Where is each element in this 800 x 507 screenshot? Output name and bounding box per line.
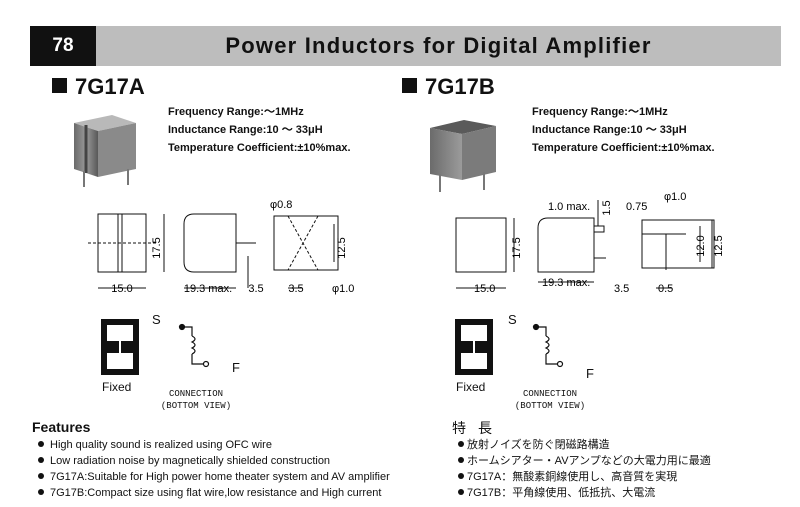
product-b-fixed-label: Fixed	[456, 380, 486, 394]
bullet-icon	[38, 457, 44, 463]
list-item: 放射ノイズを防ぐ閉磁路構造	[458, 437, 711, 453]
features-list: High quality sound is realized using OFC…	[38, 437, 390, 501]
dim-pin-width-2: 12.5	[713, 235, 725, 256]
list-item: ホームシアター・AVアンプなどの大電力用に最適	[458, 453, 711, 469]
dim-pin-diameter-1: φ0.8	[270, 199, 292, 211]
product-b-photo	[430, 120, 496, 192]
product-b-title: 7G17B	[402, 74, 495, 100]
dim-pin-length: 3.5	[614, 283, 629, 295]
product-b-start-label: S	[508, 312, 517, 327]
product-a-photo	[74, 115, 136, 187]
dim-pin-length: 3.5	[248, 283, 263, 295]
dim-pin-diameter-2: φ1.0	[664, 191, 686, 203]
dim-pitch: 3.5	[288, 283, 303, 295]
header-bar	[30, 26, 781, 66]
product-a-dimension-drawing: 15.0 17.5 19.3 max. 3.5 3.5 12.5 φ0.8 φ1…	[88, 199, 354, 295]
list-item: Low radiation noise by magnetically shie…	[38, 453, 390, 469]
list-item: 7G17A：無酸素銅線使用し、高音質を実現	[458, 469, 711, 485]
dim-pin-width-1: 12.0	[695, 235, 707, 256]
page-title: Power Inductors for Digital Amplifier	[225, 33, 652, 58]
bullet-icon	[458, 441, 464, 447]
dim-height: 17.5	[511, 237, 523, 258]
spec-frequency: Frequency Range:～1MHz	[168, 106, 304, 118]
bullet-icon	[38, 489, 44, 495]
product-b-dimension-drawing: 15.0 17.5 19.3 max. 3.5 1.0 max. 1.5 0.5…	[455, 191, 725, 295]
product-b-specs: Frequency Range:～1MHz Inductance Range:1…	[532, 103, 715, 157]
dim-flat-height: 1.5	[601, 200, 613, 215]
spec-frequency: Frequency Range:～1MHz	[532, 106, 668, 118]
product-a-fixed-symbol	[101, 319, 139, 375]
product-b-fixed-symbol	[455, 319, 493, 375]
page-number: 78	[30, 26, 96, 66]
square-bullet-icon	[52, 78, 67, 93]
features-title: Features	[32, 419, 91, 435]
dim-width: 15.0	[474, 283, 495, 295]
dim-pin-diameter-1: 0.75	[626, 201, 647, 213]
list-item: 7G17B：平角線使用、低抵抗、大電流	[458, 485, 711, 501]
product-b-coil-icon	[532, 323, 564, 368]
product-a-connection-note: CONNECTION (BOTTOM VIEW)	[160, 389, 232, 411]
list-item: 7G17A:Suitable for High power home theat…	[38, 469, 390, 485]
bullet-icon	[458, 489, 464, 495]
product-a-start-label: S	[152, 312, 161, 327]
bullet-icon	[38, 441, 44, 447]
features-jp-title: 特長	[452, 420, 504, 436]
product-a-specs: Frequency Range:～1MHz Inductance Range:1…	[168, 103, 351, 157]
list-item: High quality sound is realized using OFC…	[38, 437, 390, 453]
bullet-icon	[458, 473, 464, 479]
product-a-title: 7G17A	[52, 74, 145, 100]
spec-inductance: Inductance Range:10 ～ 33μH	[532, 124, 687, 136]
spec-temperature: Temperature Coefficient:±10%max.	[168, 142, 351, 154]
product-a-finish-label: F	[232, 360, 240, 375]
product-a-fixed-label: Fixed	[102, 380, 132, 394]
dim-pin-diameter-2: φ1.0	[332, 283, 354, 295]
dim-pitch: 0.5	[658, 283, 673, 295]
product-b-finish-label: F	[586, 366, 594, 381]
dim-depth: 19.3 max.	[184, 283, 232, 295]
square-bullet-icon	[402, 78, 417, 93]
dim-flat: 1.0 max.	[548, 201, 590, 213]
list-item: 7G17B:Compact size using flat wire,low r…	[38, 485, 390, 501]
product-b-connection-note: CONNECTION (BOTTOM VIEW)	[514, 389, 586, 411]
bullet-icon	[458, 457, 464, 463]
features-jp-list: 放射ノイズを防ぐ閉磁路構造 ホームシアター・AVアンプなどの大電力用に最適 7G…	[458, 437, 711, 501]
product-a-coil-icon	[178, 323, 210, 368]
dim-pin-width: 12.5	[336, 237, 348, 258]
dim-height: 17.5	[151, 237, 163, 258]
bullet-icon	[38, 473, 44, 479]
spec-temperature: Temperature Coefficient:±10%max.	[532, 142, 715, 154]
dim-depth: 19.3 max.	[542, 277, 590, 289]
spec-inductance: Inductance Range:10 ～ 33μH	[168, 124, 323, 136]
dim-width: 15.0	[111, 283, 132, 295]
